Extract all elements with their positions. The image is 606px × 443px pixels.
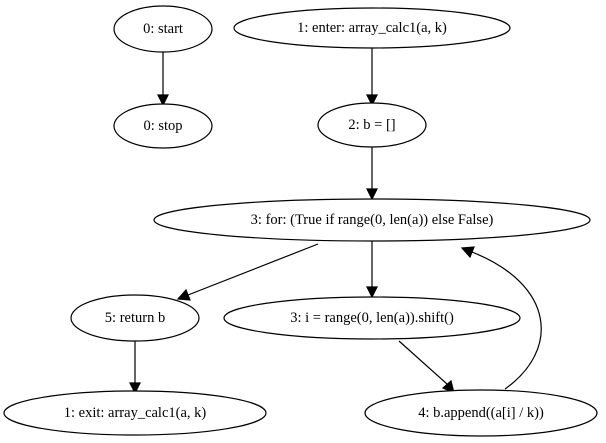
edge-start-to-stop <box>157 52 169 107</box>
node-for-loop: 3: for: (True if range(0, len(a)) else F… <box>153 198 591 242</box>
edge-append-loop-back-to-for <box>460 246 542 390</box>
node-exit: 1: exit: array_calc1(a, k) <box>3 390 267 436</box>
node-for-loop-label: 3: for: (True if range(0, len(a)) else F… <box>251 212 494 228</box>
edge-shift-to-append <box>398 340 455 395</box>
node-enter-label: 1: enter: array_calc1(a, k) <box>297 20 447 36</box>
node-append: 4: b.append((a[i] / k)) <box>364 389 598 437</box>
node-append-label: 4: b.append((a[i] / k)) <box>418 405 544 421</box>
node-return-b: 5: return b <box>70 294 200 342</box>
node-exit-label: 1: exit: array_calc1(a, k) <box>64 405 207 421</box>
node-return-b-label: 5: return b <box>105 310 165 326</box>
node-shift-label: 3: i = range(0, len(a)).shift() <box>290 310 454 326</box>
edges <box>129 46 542 395</box>
node-start: 0: start <box>113 5 213 53</box>
node-shift: 3: i = range(0, len(a)).shift() <box>223 296 521 340</box>
node-start-label: 0: start <box>143 21 183 37</box>
node-enter: 1: enter: array_calc1(a, k) <box>233 7 511 49</box>
edge-for-to-return <box>176 243 319 301</box>
edge-return-to-exit <box>129 341 141 395</box>
node-stop: 0: stop <box>113 103 213 149</box>
node-assign-b-label: 2: b = [] <box>348 117 395 133</box>
node-stop-label: 0: stop <box>143 118 182 134</box>
edge-for-to-shift <box>366 241 378 299</box>
edge-enter-to-assign-b <box>366 46 378 107</box>
edge-assign-b-to-for <box>366 145 378 201</box>
node-assign-b: 2: b = [] <box>317 102 427 148</box>
